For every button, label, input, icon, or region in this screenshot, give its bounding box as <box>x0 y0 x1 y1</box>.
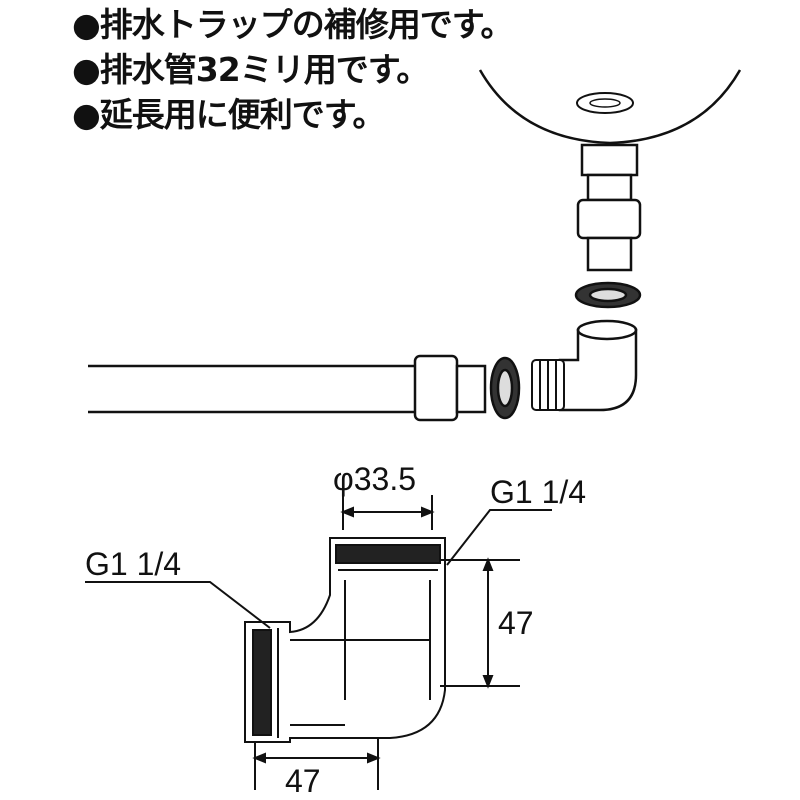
elbow-dimension-drawing <box>85 495 552 790</box>
drain-nut <box>576 198 642 240</box>
note-trap-repair: ●排水トラップの補修用です。 <box>72 5 513 44</box>
height-label: 47 <box>498 605 534 641</box>
feature-notes: ●排水トラップの補修用です。 ●排水管32ミリ用です。 ●延長用に便利です。 <box>72 2 513 137</box>
elbow-fitting <box>558 328 638 412</box>
thread-label-top: G1 1/4 <box>490 474 586 510</box>
long-pipe <box>88 366 428 412</box>
thread-label-left: G1 1/4 <box>85 546 181 582</box>
note-extension: ●延長用に便利です。 <box>72 95 385 134</box>
width-label: 47 <box>285 763 321 799</box>
drain-pipe <box>580 143 639 177</box>
pipe-nut <box>413 354 459 422</box>
note-32mm-pipe: ●排水管32ミリ用です。 <box>72 50 429 89</box>
elbow-thread <box>531 359 565 411</box>
elbow-outline <box>244 537 446 743</box>
installation-illustration <box>88 69 742 422</box>
diameter-label: φ33.5 <box>333 461 416 497</box>
